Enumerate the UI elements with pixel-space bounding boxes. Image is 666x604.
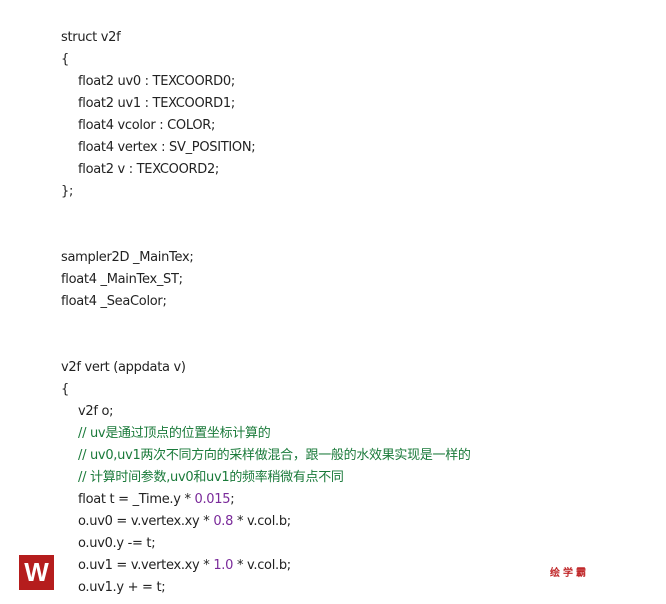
code-text: ; [230, 492, 235, 507]
code-text: float t = _Time.y * [78, 492, 195, 507]
code-line: float t = _Time.y * 0.015; [78, 489, 235, 511]
number-literal: 1.0 [213, 558, 234, 573]
number-literal: 0.015 [194, 492, 231, 507]
code-line: sampler2D _MainTex; [61, 250, 194, 265]
code-line: }; [61, 184, 74, 199]
code-line: struct v2f [61, 30, 121, 45]
code-line: o.uv1.y + = t; [78, 580, 166, 595]
code-text: o.uv1 = v.vertex.xy * [78, 558, 214, 573]
code-line: v2f vert (appdata v) [61, 360, 186, 375]
code-line: float4 vertex : SV_POSITION; [78, 140, 256, 155]
code-line: o.uv1 = v.vertex.xy * 1.0 * v.col.b; [78, 555, 291, 577]
code-line: v2f o; [78, 404, 114, 419]
code-comment: // 计算时间参数,uv0和uv1的频率稍微有点不同 [78, 470, 344, 485]
code-line: float4 _SeaColor; [61, 294, 167, 309]
watermark-brand: 绘学霸 [550, 568, 589, 579]
code-comment: // uv0,uv1两次不同方向的采样做混合，跟一般的水效果实现是一样的 [78, 448, 471, 463]
code-line: float2 uv0 : TEXCOORD0; [78, 74, 235, 89]
code-line: float4 _MainTex_ST; [61, 272, 183, 287]
watermark-logo: W [19, 555, 54, 590]
code-line: float4 vcolor : COLOR; [78, 118, 216, 133]
code-line: { [61, 52, 69, 67]
code-comment: // uv是通过顶点的位置坐标计算的 [78, 426, 271, 441]
code-line: float2 uv1 : TEXCOORD1; [78, 96, 235, 111]
code-line: o.uv0.y -= t; [78, 536, 156, 551]
code-line: { [61, 382, 69, 397]
code-line: float2 v : TEXCOORD2; [78, 162, 219, 177]
code-text: * v.col.b; [233, 514, 291, 529]
code-text: o.uv0 = v.vertex.xy * [78, 514, 214, 529]
code-text: * v.col.b; [233, 558, 291, 573]
number-literal: 0.8 [213, 514, 234, 529]
code-line: o.uv0 = v.vertex.xy * 0.8 * v.col.b; [78, 511, 291, 533]
